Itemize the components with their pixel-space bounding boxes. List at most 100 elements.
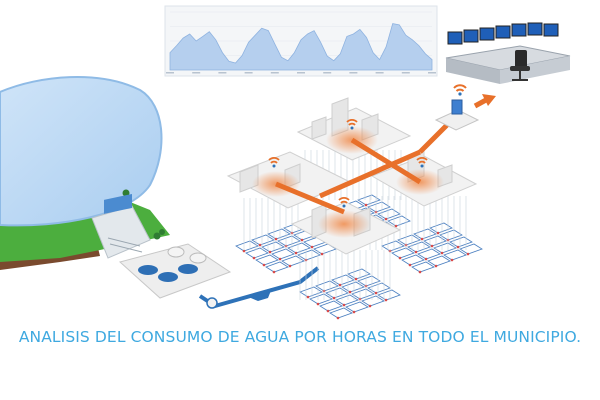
data-links (275, 94, 496, 215)
console-side (500, 56, 570, 84)
grid-cell (459, 243, 483, 255)
grid-cell (255, 254, 279, 266)
chart-x-tick (428, 72, 436, 74)
monitor (511, 23, 527, 37)
distribution-pipe (198, 266, 320, 309)
grid-cell (315, 280, 339, 292)
control-room-icon (445, 22, 571, 84)
grid-cell (377, 289, 401, 301)
monitor (447, 31, 463, 45)
meter-node (278, 257, 282, 261)
meter-node (374, 291, 378, 295)
meter-node (424, 257, 428, 261)
grid-cell (417, 248, 441, 260)
meter-node (368, 304, 372, 308)
meter-node (436, 231, 440, 235)
meter-node (352, 310, 356, 314)
meter-node (394, 224, 398, 228)
monitor (495, 25, 511, 39)
grid-cell (443, 249, 467, 261)
tree (122, 189, 130, 197)
treatment-tank (178, 264, 198, 274)
meter-node (274, 237, 278, 241)
grid-cell (439, 229, 463, 241)
chart-x-tick (270, 72, 279, 74)
meter-node (420, 237, 424, 241)
tree (153, 232, 161, 240)
grid-cell (427, 255, 451, 267)
meter-node (262, 263, 266, 267)
consumption-chart (164, 5, 438, 77)
meter-node (398, 256, 402, 260)
grid-cell (361, 295, 385, 307)
grid-cell (299, 286, 323, 298)
silo (189, 252, 207, 264)
grid-cell (245, 247, 269, 259)
dam-spillway (104, 193, 132, 214)
grid-cell (277, 235, 301, 247)
console-front (446, 58, 500, 84)
wifi-signal-icon (453, 84, 467, 96)
tree (159, 229, 165, 235)
data-link (350, 137, 422, 185)
meter-node (320, 252, 324, 256)
gateway-screen (451, 99, 463, 115)
grid-cell (267, 228, 291, 240)
chart-x-tick (401, 72, 410, 74)
treatment-tank (158, 272, 178, 282)
meter-node (336, 316, 340, 320)
grid-cell (401, 254, 425, 266)
data-link (473, 97, 488, 109)
chart-x-tick (192, 72, 201, 74)
meter-node (434, 264, 438, 268)
data-link (275, 181, 345, 215)
meter-node (242, 249, 246, 253)
grid-cell (281, 255, 305, 267)
chart-x-tick (297, 72, 305, 74)
meter-node (288, 264, 292, 268)
chart-x-tick (375, 72, 384, 74)
water-meter (206, 297, 218, 309)
meter-node (450, 258, 454, 262)
network-grids (235, 194, 483, 320)
grid-cell (449, 236, 473, 248)
grid-cell (309, 293, 333, 305)
silo (167, 246, 185, 258)
grid-cell (411, 261, 435, 273)
dam-stripe (107, 237, 141, 247)
grid-cell (381, 240, 405, 252)
meter-node (364, 203, 368, 207)
meter-node (408, 263, 412, 267)
grid-cell (319, 300, 343, 312)
grid-cell (287, 242, 311, 254)
meter-node (294, 251, 298, 255)
dam (91, 193, 151, 259)
data-link (318, 149, 422, 199)
grid-cell (341, 281, 365, 293)
wifi-signal-icon (338, 197, 350, 208)
gateway-base (434, 109, 480, 131)
grid-cell (367, 201, 391, 213)
chart-x-tick (218, 72, 227, 74)
meter-node (310, 245, 314, 249)
grid-cell (347, 268, 371, 280)
meter-node (268, 250, 272, 254)
grid-cell (423, 235, 447, 247)
grid-cell (391, 247, 415, 259)
meter-node (456, 245, 460, 249)
grid-cell (261, 241, 285, 253)
meter-node (440, 251, 444, 255)
building (311, 116, 327, 140)
lake-water (0, 76, 163, 227)
grid-cell (357, 275, 381, 287)
chart-x-tick (244, 72, 253, 74)
chart-x-tick (166, 72, 174, 74)
meter-node (354, 277, 358, 281)
monitor (527, 22, 543, 36)
grid-cell (433, 242, 457, 254)
meter-node (384, 298, 388, 302)
meter-node (300, 238, 304, 242)
caption-text: ANALISIS DEL CONSUMO DE AGUA POR HORAS E… (18, 328, 582, 346)
meter-node (252, 256, 256, 260)
grid-cell (351, 288, 375, 300)
